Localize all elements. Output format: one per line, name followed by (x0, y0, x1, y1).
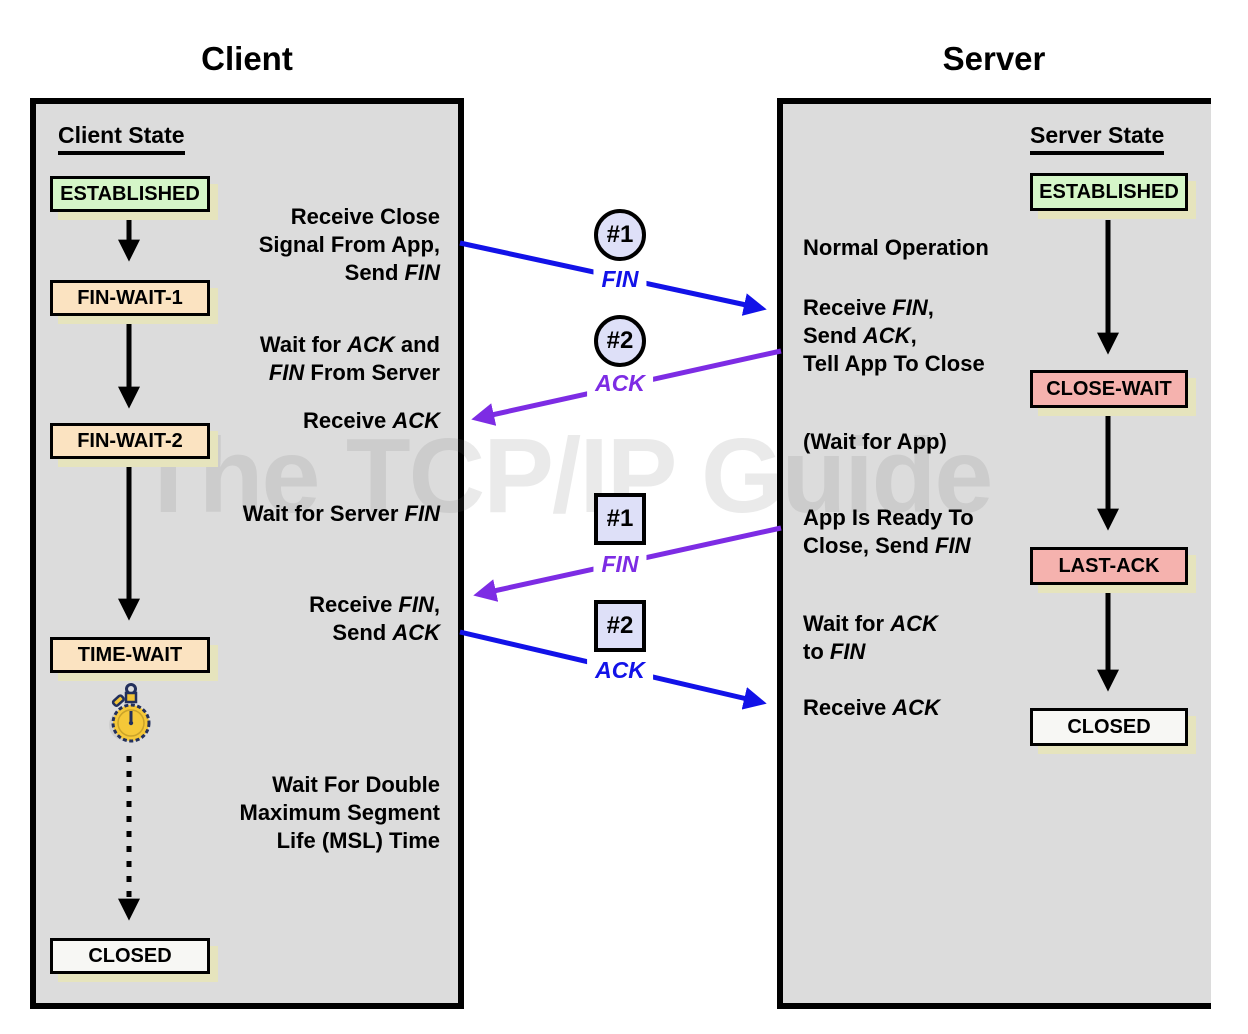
message-1-square-marker: #1 (594, 493, 646, 545)
note-line: Wait For Double (272, 772, 440, 797)
message-1-circle-marker: #1 (594, 209, 646, 261)
state-box-client-closed: CLOSED (50, 938, 210, 974)
note-line: Receive ACK (303, 408, 440, 433)
note-line: Send FIN (344, 260, 440, 285)
client-state-header: Client State (58, 122, 185, 155)
state-box-client-fin-wait-2: FIN-WAIT-2 (50, 423, 210, 459)
server-note-wait-for-app: (Wait for App) (803, 428, 947, 456)
state-box-client-fin-wait-1: FIN-WAIT-1 (50, 280, 210, 316)
watermark: The TCP/IP Guide (136, 417, 993, 535)
state-box-client-time-wait: TIME-WAIT (50, 637, 210, 673)
client-title: Client (201, 40, 293, 77)
server-note-receive-ack: Receive ACK (803, 694, 940, 722)
server-note-app-ready: App Is Ready To Close, Send FIN (803, 504, 974, 560)
state-box-server-close-wait: CLOSE-WAIT (1030, 370, 1188, 408)
note-line: Send ACK (332, 620, 440, 645)
note-line: App Is Ready To (803, 505, 974, 530)
client-panel (30, 98, 464, 1009)
note-line: Normal Operation (803, 235, 989, 260)
stopwatch-icon (109, 683, 151, 743)
message-2-square-marker: #2 (594, 600, 646, 652)
note-line: Wait for ACK (803, 611, 938, 636)
message-2-circle-marker: #2 (594, 315, 646, 367)
note-line: Life (MSL) Time (276, 828, 440, 853)
message-label-ack-1: ACK (587, 369, 653, 398)
note-line: Receive ACK (803, 695, 940, 720)
note-line: Send ACK, (803, 323, 917, 348)
server-note-normal-operation: Normal Operation (803, 234, 989, 262)
message-label-ack-2: ACK (587, 656, 653, 685)
state-box-server-closed: CLOSED (1030, 708, 1188, 746)
note-line: Receive FIN, (803, 295, 934, 320)
note-line: Signal From App, (258, 232, 440, 257)
note-line: Receive FIN, (309, 592, 440, 617)
note-line: (Wait for App) (803, 429, 947, 454)
note-line: Wait for ACK and (259, 332, 440, 357)
state-box-client-established: ESTABLISHED (50, 176, 210, 212)
message-label-fin-1: FIN (593, 265, 647, 294)
note-line: Close, Send FIN (803, 533, 971, 558)
client-note-receive-ack: Receive ACK (303, 407, 440, 435)
client-note-receive-fin: Receive FIN, Send ACK (309, 591, 440, 647)
server-note-wait-ack-to-fin: Wait for ACK to FIN (803, 610, 938, 666)
server-note-receive-fin: Receive FIN, Send ACK, Tell App To Close (803, 294, 985, 378)
server-title: Server (942, 40, 1046, 77)
note-line: FIN From Server (268, 360, 440, 385)
state-box-server-established: ESTABLISHED (1030, 173, 1188, 211)
server-state-header: Server State (1030, 122, 1165, 155)
note-line: Receive Close (290, 204, 440, 229)
client-note-wait-server-fin: Wait for Server FIN (243, 500, 440, 528)
note-line: Maximum Segment (239, 800, 441, 825)
note-line: Tell App To Close (803, 351, 985, 376)
note-line: Wait for Server FIN (242, 501, 440, 526)
message-label-fin-2: FIN (593, 550, 647, 579)
state-box-server-last-ack: LAST-ACK (1030, 547, 1188, 585)
note-line: to FIN (803, 639, 866, 664)
